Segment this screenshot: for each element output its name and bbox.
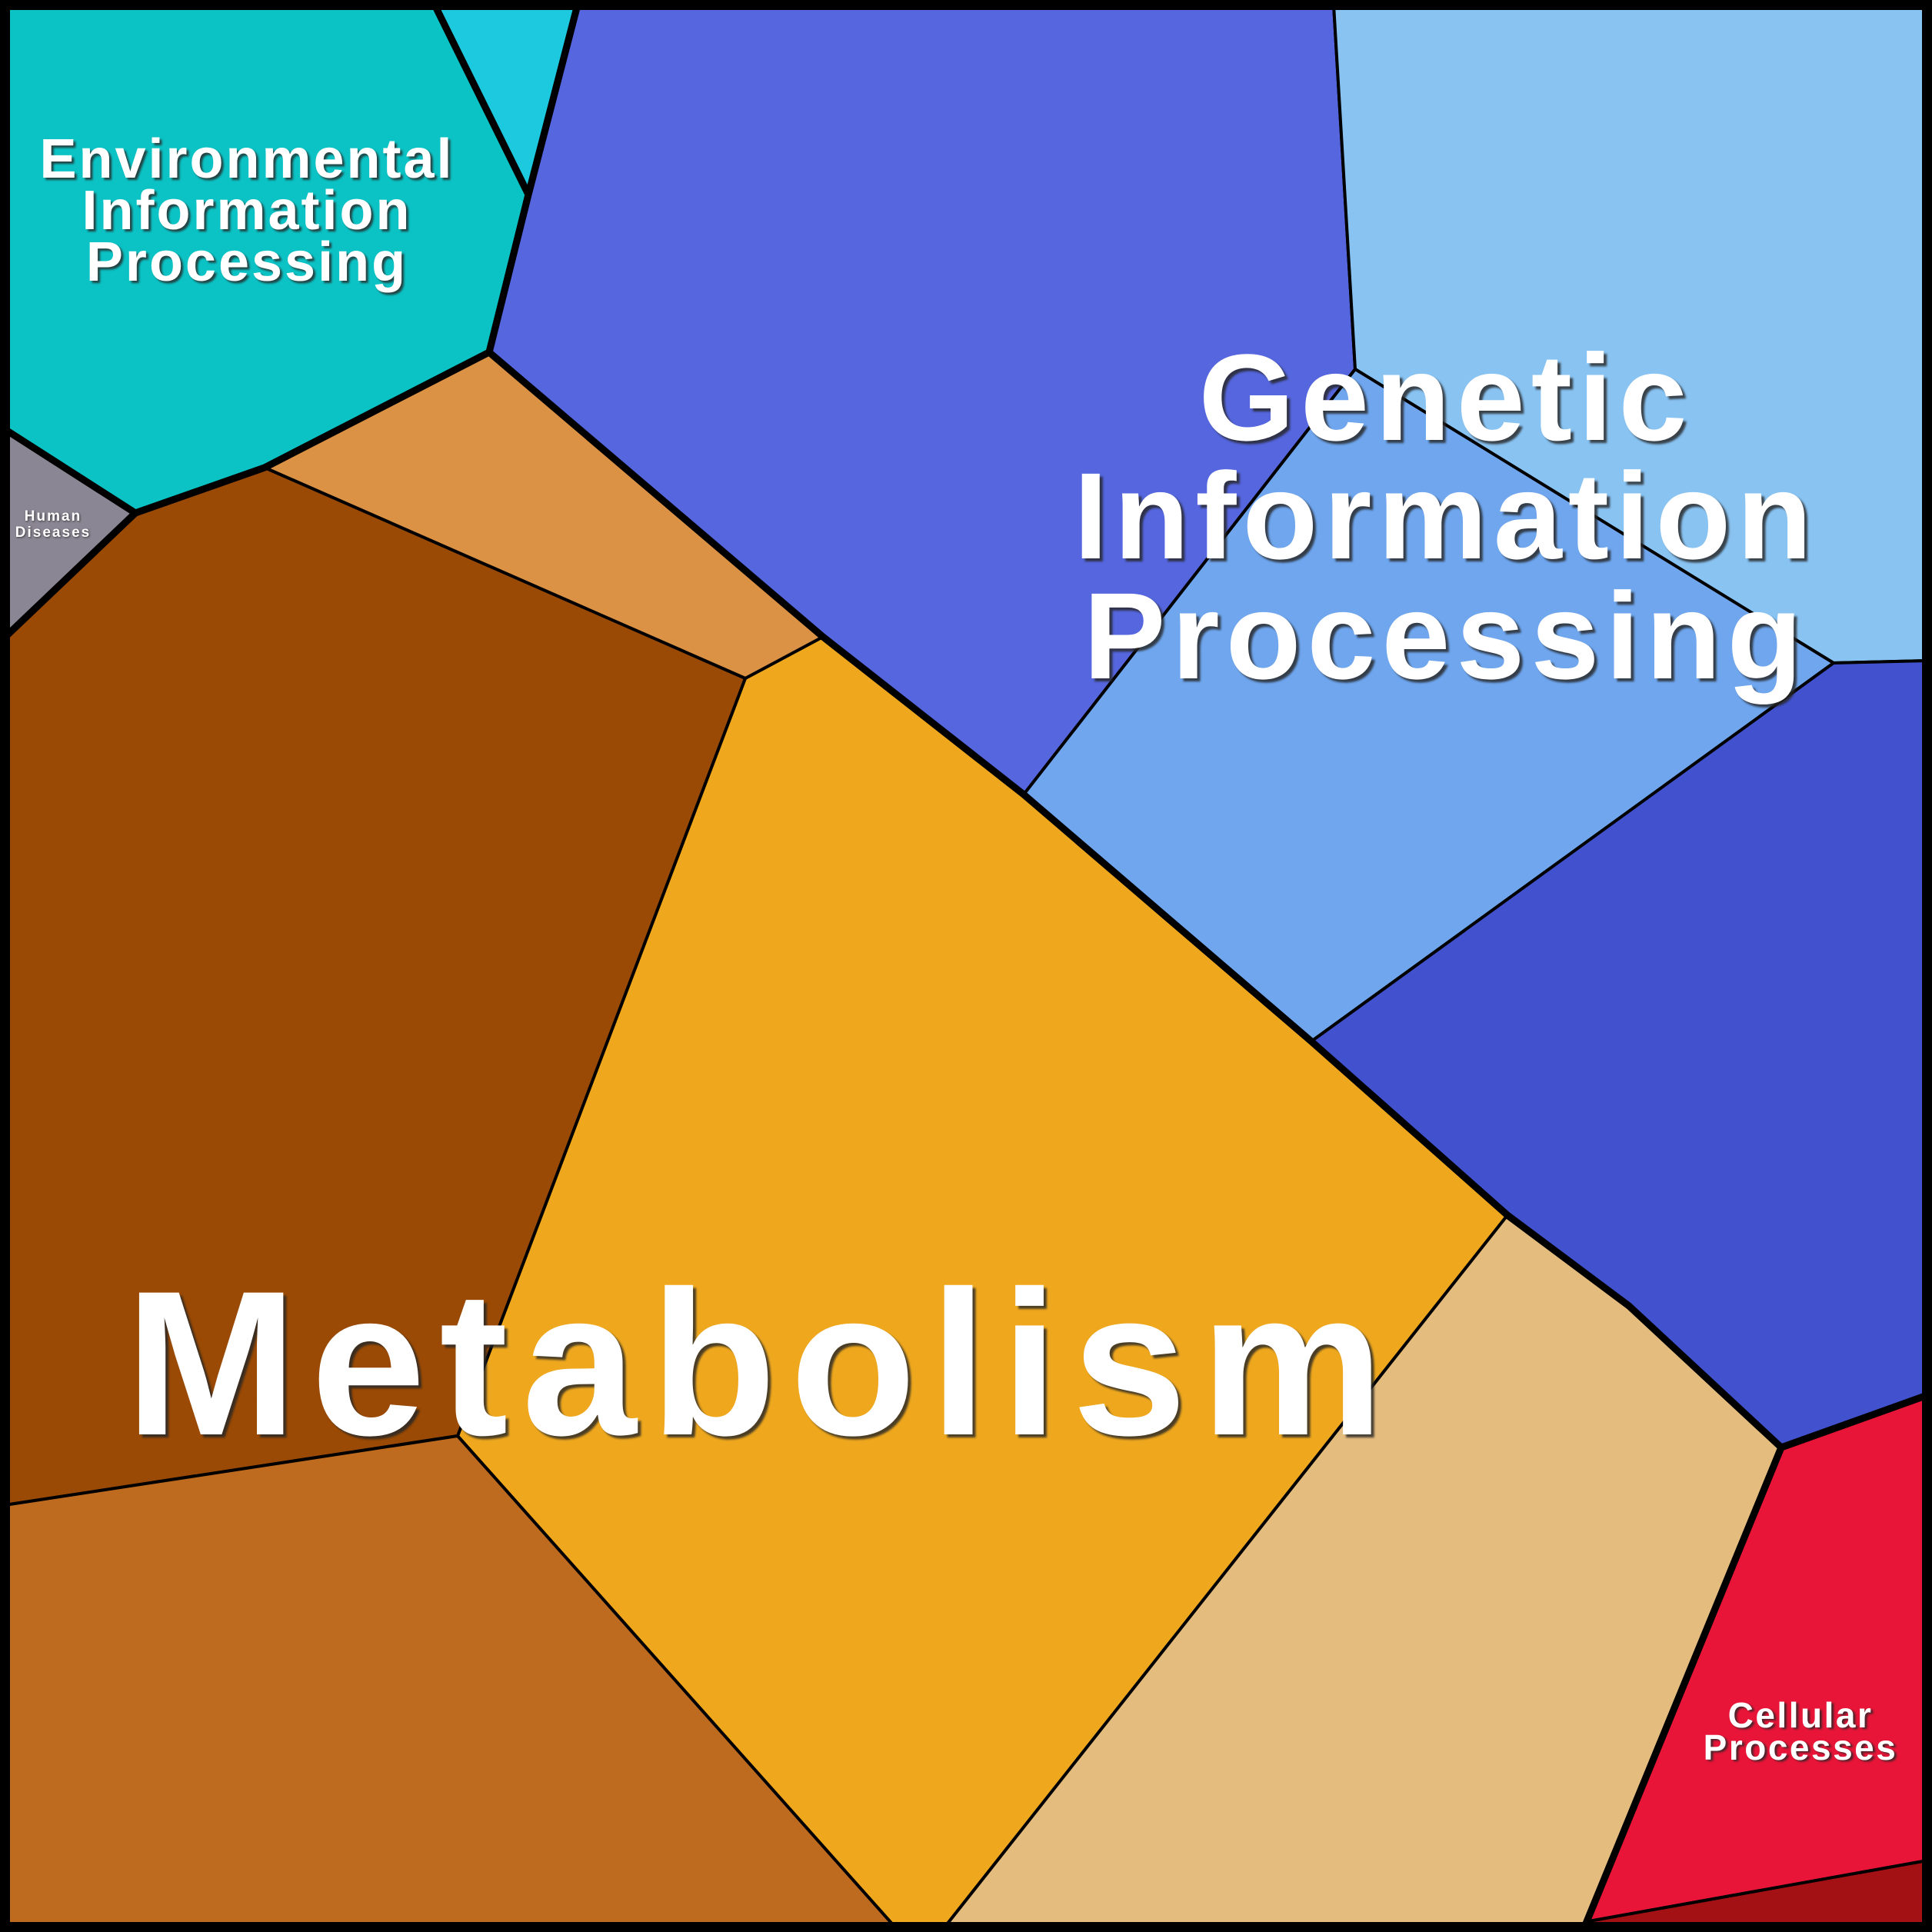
svg-text:Diseases: Diseases xyxy=(16,525,92,541)
svg-text:Genetic: Genetic xyxy=(1199,328,1694,466)
svg-text:Human: Human xyxy=(25,508,82,525)
svg-text:Genetic: Genetic xyxy=(1202,331,1697,469)
svg-text:Processing: Processing xyxy=(88,234,410,295)
svg-text:Metabolism: Metabolism xyxy=(125,1247,1397,1478)
svg-text:Processes: Processes xyxy=(1704,1727,1898,1767)
svg-text:Cellular: Cellular xyxy=(1730,1697,1876,1737)
svg-text:Cellular: Cellular xyxy=(1728,1695,1874,1735)
svg-text:Information: Information xyxy=(1077,450,1821,588)
svg-text:Processing: Processing xyxy=(1084,567,1809,705)
svg-text:Diseases: Diseases xyxy=(15,525,91,541)
svg-text:Processing: Processing xyxy=(86,232,408,293)
svg-text:Processing: Processing xyxy=(1087,570,1812,708)
svg-text:Environmental: Environmental xyxy=(39,128,454,190)
svg-text:Information: Information xyxy=(85,182,415,244)
svg-text:Metabolism: Metabolism xyxy=(128,1251,1401,1481)
svg-text:Human: Human xyxy=(25,509,82,525)
svg-text:Environmental: Environmental xyxy=(42,131,456,192)
svg-text:Processes: Processes xyxy=(1706,1729,1900,1769)
svg-text:Information: Information xyxy=(1074,447,1818,585)
svg-text:Information: Information xyxy=(82,180,412,242)
